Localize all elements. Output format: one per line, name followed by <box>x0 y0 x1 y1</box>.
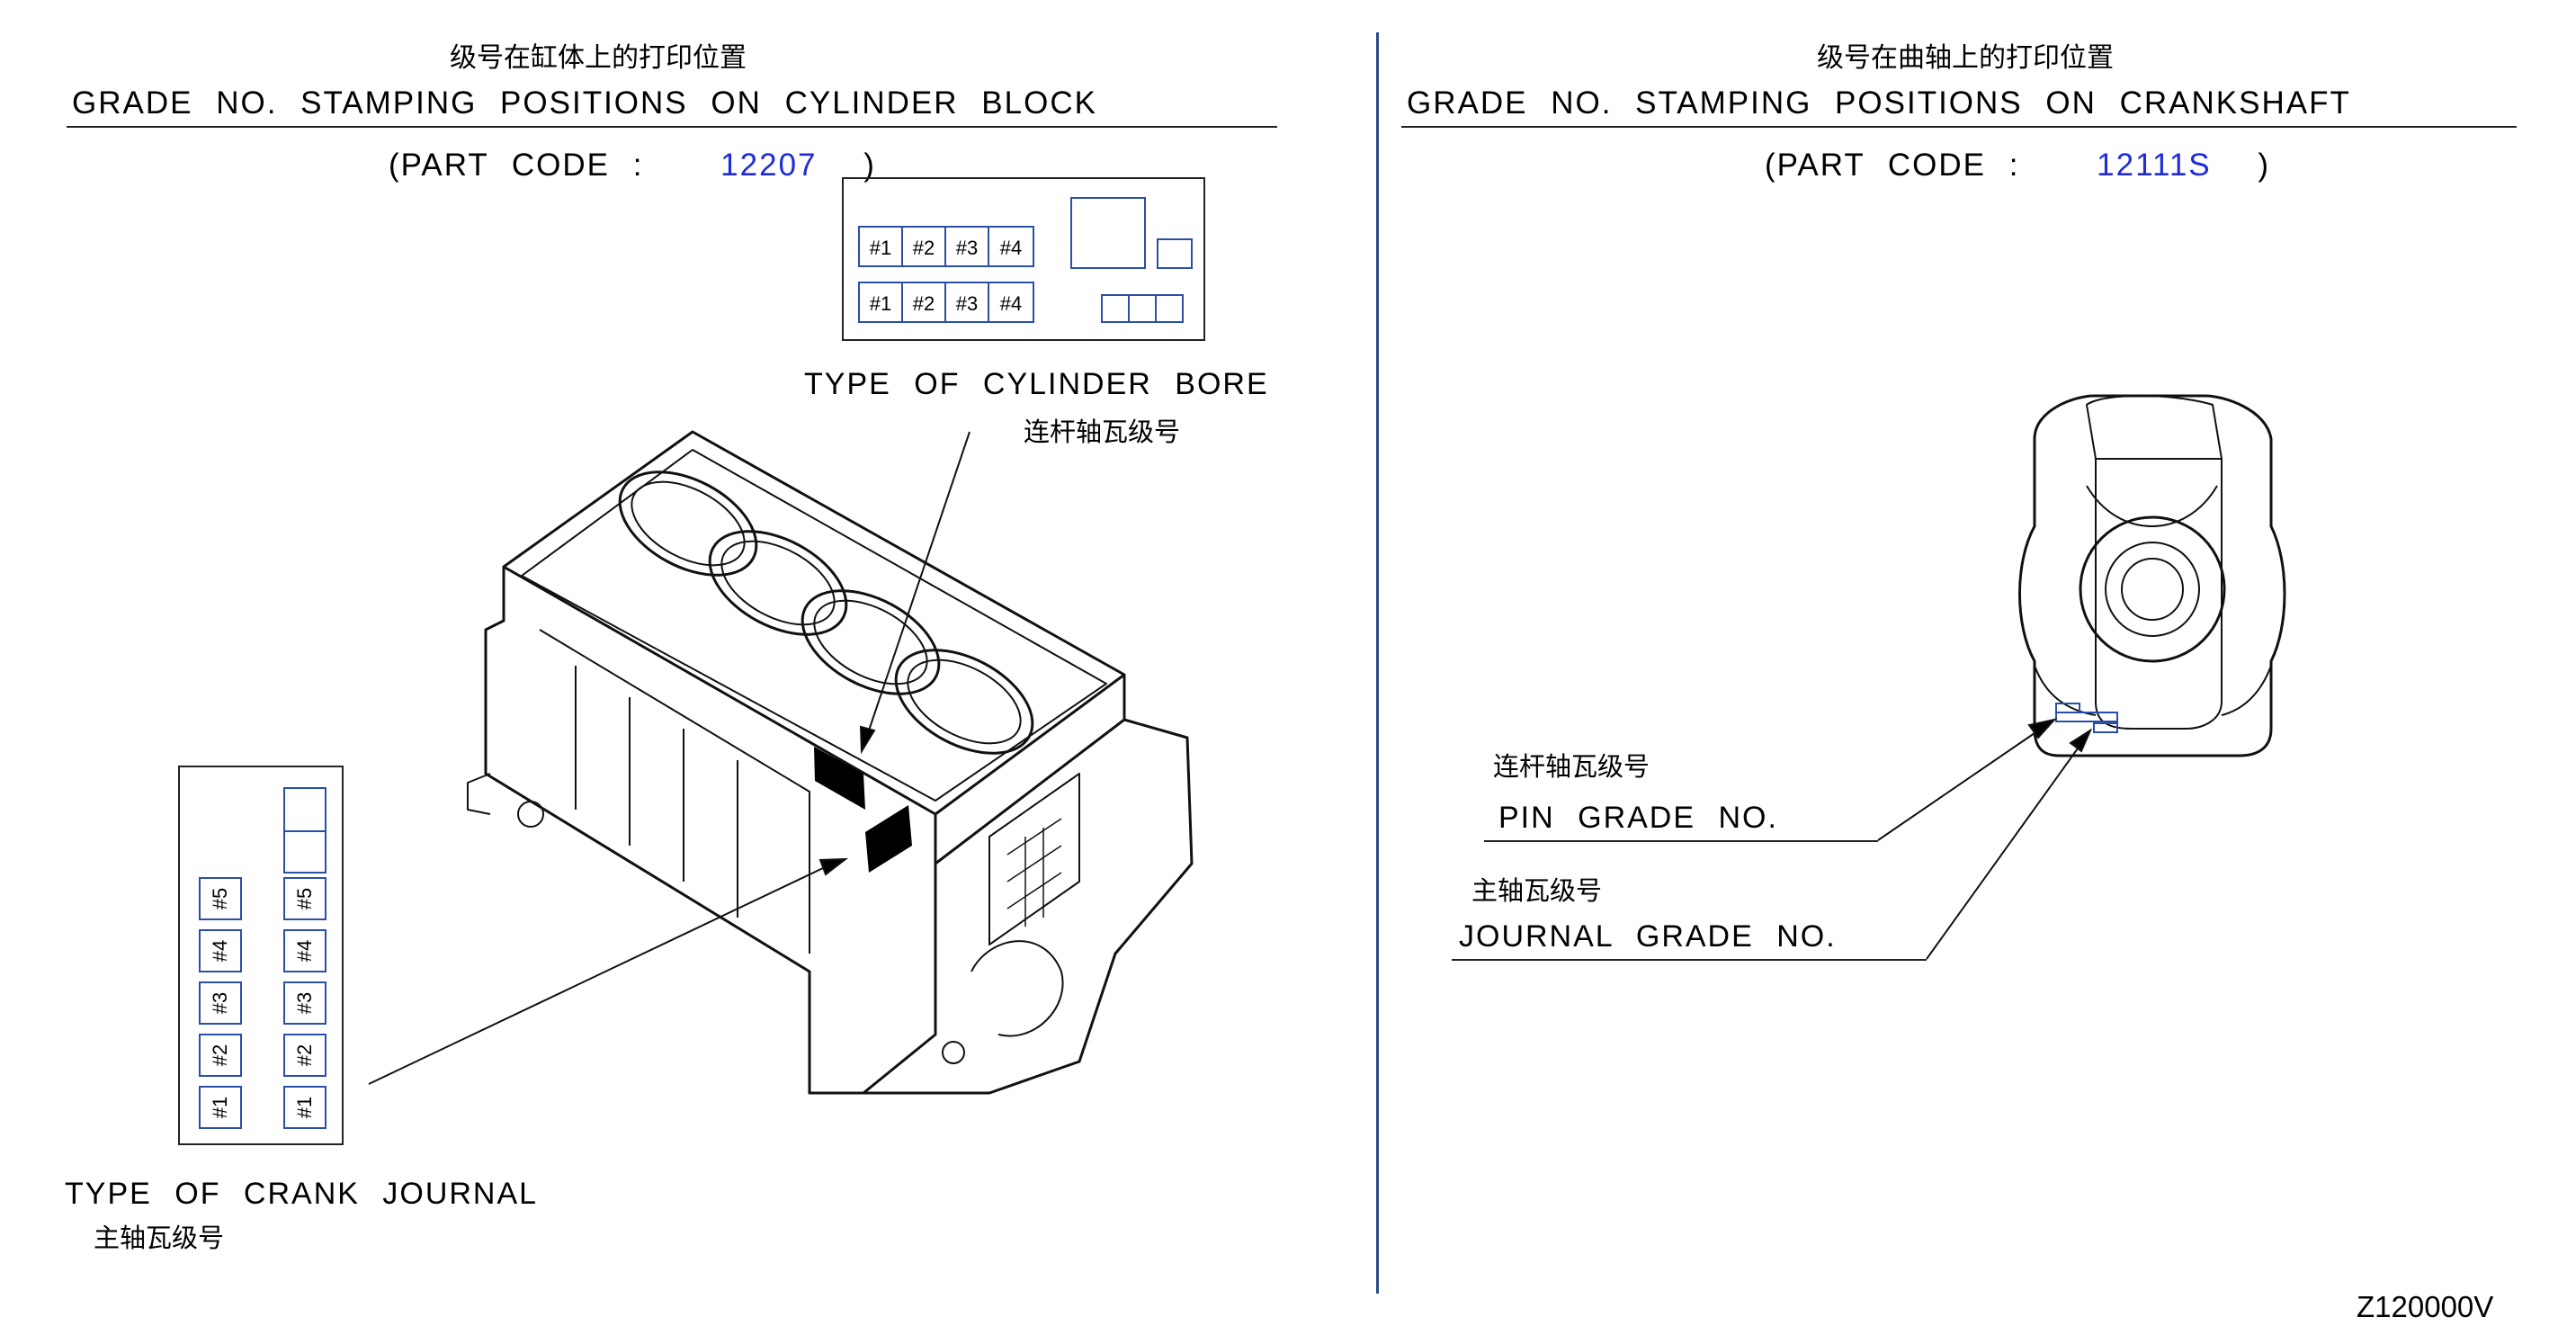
journal-cell-box-left <box>199 1034 242 1077</box>
right-part-code-suffix: ) <box>2258 148 2271 183</box>
right-part-code-prefix: (PART CODE : <box>1765 148 2020 183</box>
journal-cell-label-right: #3 <box>293 992 316 1014</box>
bore-cell-4a: #4 <box>1000 237 1022 259</box>
right-title-cn: 级号在曲轴上的打印位置 <box>1817 42 2114 74</box>
journal-cell-box-right <box>283 981 326 1025</box>
journal-cell-label-right: #5 <box>293 888 316 909</box>
right-part-code: (PART CODE : 12111S ) <box>1765 149 2270 181</box>
journal-cells-right: #5 #4 #3 #2 #1 <box>283 877 326 1129</box>
pin-grade-label-cn: 连杆轴瓦级号 <box>1493 751 1650 782</box>
bore-cell-2b: #2 <box>913 292 935 315</box>
journal-cell-label-left: #2 <box>209 1044 231 1066</box>
left-part-code-suffix: ) <box>863 148 876 183</box>
crank-journal-label: TYPE OF CRANK JOURNAL <box>65 1177 539 1211</box>
right-title-underline <box>1401 126 2517 128</box>
right-title-en: GRADE NO. STAMPING POSITIONS ON CRANKSHA… <box>1407 85 2351 121</box>
journal-cell-box-left <box>199 981 242 1025</box>
left-part-code: (PART CODE : 12207 ) <box>389 149 876 181</box>
journal-cell-box-right <box>283 929 326 972</box>
journal-cell-label-right: #4 <box>293 940 316 962</box>
cylinder-bore-plate: #1 #2 #3 #4 #1 #2 #3 #4 <box>842 177 1205 341</box>
bore-cell-3b: #3 <box>956 292 978 315</box>
journal-cell-box-right <box>283 1034 326 1077</box>
cylinder-bore-label-cn: 连杆轴瓦级号 <box>1024 417 1181 447</box>
journal-cell-label-left: #4 <box>209 940 231 962</box>
journal-cell-label-left: #5 <box>209 888 231 909</box>
journal-grade-underline <box>1452 959 1927 961</box>
journal-grade-label: JOURNAL GRADE NO. <box>1459 919 1837 954</box>
journal-cell-box-left <box>199 877 242 920</box>
left-title-cn: 级号在缸体上的打印位置 <box>450 42 747 74</box>
journal-cell-box-left <box>199 1086 242 1129</box>
journal-cell-label-left: #1 <box>209 1097 231 1118</box>
bore-cells-row-2: #1 #2 #3 #4 <box>858 282 1034 323</box>
panel-divider <box>1376 32 1379 1294</box>
crank-journal-plate: #5 #4 #3 #2 #1 #5 #4 #3 #2 #1 <box>178 766 344 1145</box>
right-leader-lines <box>1877 718 2093 960</box>
journal-cell-box-left <box>199 929 242 972</box>
crankshaft-drawing <box>2018 394 2286 757</box>
left-title-underline <box>67 126 1277 128</box>
pin-grade-underline <box>1484 840 1878 842</box>
cylinder-block-drawing <box>467 430 1194 1095</box>
pin-grade-label: PIN GRADE NO. <box>1498 801 1778 835</box>
bore-cell-3a: #3 <box>956 237 978 259</box>
bore-cell-1b: #1 <box>870 292 891 315</box>
left-title-en: GRADE NO. STAMPING POSITIONS ON CYLINDER… <box>72 85 1097 121</box>
journal-cell-label-right: #1 <box>293 1097 316 1118</box>
crank-journal-label-cn: 主轴瓦级号 <box>94 1223 225 1253</box>
journal-grade-label-cn: 主轴瓦级号 <box>1471 875 1603 906</box>
journal-cell-label-right: #2 <box>293 1044 316 1066</box>
journal-cells-left: #5 #4 #3 #2 #1 <box>199 877 242 1129</box>
journal-cell-box-right <box>283 1086 326 1129</box>
bore-cells-row-1: #1 #2 #3 #4 <box>858 226 1034 267</box>
bore-cell-1a: #1 <box>870 237 891 259</box>
right-part-code-value: 12111S <box>2097 148 2212 183</box>
cylinder-bore-label: TYPE OF CYLINDER BORE <box>804 367 1269 401</box>
journal-cell-box-right <box>283 877 326 920</box>
left-part-code-value: 12207 <box>720 148 818 183</box>
figure-code: Z120000V <box>2357 1290 2494 1323</box>
left-part-code-prefix: (PART CODE : <box>389 148 644 183</box>
bore-cell-4b: #4 <box>1000 292 1022 315</box>
journal-cell-label-left: #3 <box>209 992 231 1014</box>
crankshaft-stamp-boxes <box>2055 703 2118 733</box>
left-leader-lines <box>368 431 970 1085</box>
bore-cell-2a: #2 <box>913 237 935 259</box>
block-stamp-marks <box>814 747 912 873</box>
